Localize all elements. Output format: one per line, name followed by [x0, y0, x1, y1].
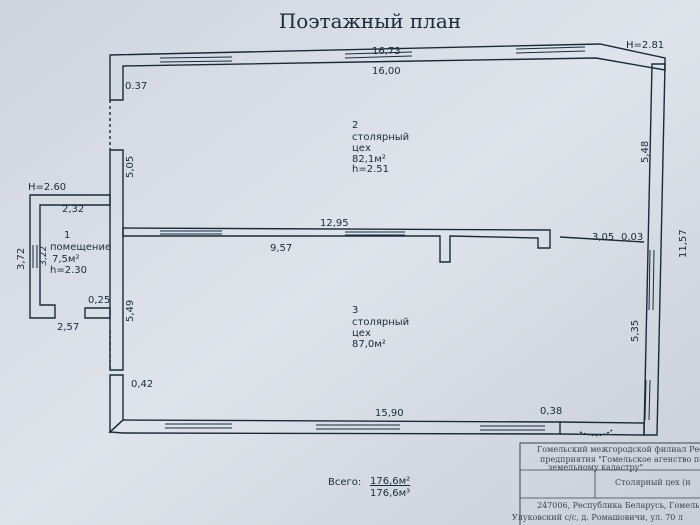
room-3-area: 87,0м² [352, 339, 386, 350]
partition-right-stub [559, 236, 645, 243]
dim-annex-top: 2,32 [62, 204, 84, 215]
bottom-wall [108, 419, 561, 435]
dim-bottom-right-corner: 0,38 [540, 406, 562, 417]
dim-top-inner: 16,00 [372, 66, 401, 77]
room-3-name-line2: цех [352, 328, 371, 339]
total-gross: 176,6м² [370, 476, 410, 487]
dim-annex-inner-height: 3,22 [39, 246, 49, 266]
dim-bottom-inner: 15,90 [375, 408, 404, 419]
bottom-wall-right [559, 421, 645, 436]
room-3-name-line1: столярный [352, 317, 409, 328]
partition-wall [122, 227, 551, 263]
stamp-line4: Столярный цех (н [615, 478, 691, 487]
stamp-frame [519, 442, 700, 525]
ceiling-height-room2: H=2.81 [626, 40, 664, 51]
room-1-label: 1 помещение 7,5м² h=2.30 [50, 230, 111, 276]
dim-partition-right: 3,05 [592, 232, 614, 243]
room-3-number: 3 [352, 305, 358, 316]
dimension-labels: 16,73 16,00 0.37 5,05 5,48 11,57 5,35 12… [16, 46, 689, 419]
stamp-line2: предприятия "Гомельское агенство по го [540, 455, 700, 464]
room-1-name: помещение [50, 242, 111, 253]
room-2-number: 2 [352, 120, 358, 131]
dim-annex-bottom: 2,57 [57, 322, 79, 333]
stamp-line3: земельному кадастру" [548, 463, 643, 472]
top-windows [159, 46, 586, 63]
dim-right-lower: 5,35 [630, 320, 641, 342]
dim-partition-bottom: 9,57 [270, 243, 292, 254]
left-wall-upper [109, 149, 124, 371]
stamp-line5: 247006, Республика Беларусь, Гомельск [537, 501, 700, 510]
stamp-line6: Улуковский с/с, д. Ромашовичи, ул. 70 л [512, 513, 683, 522]
total-label: Всего: [328, 477, 361, 488]
dim-right-upper: 5,48 [640, 141, 651, 163]
ceiling-height-room1: H=2.60 [28, 182, 66, 193]
dim-top-left-corner: 0.37 [125, 81, 147, 92]
annex-step [84, 307, 111, 319]
room-1-area: 7,5м² [52, 254, 79, 265]
dim-left-upper: 5,05 [125, 156, 136, 178]
annex-window [32, 245, 38, 268]
partition-windows [160, 230, 405, 236]
dim-right-total: 11,57 [678, 229, 689, 258]
room-2-name-line2: цех [352, 143, 371, 154]
room-2-height: h=2.51 [352, 164, 389, 175]
room-1-number: 1 [64, 230, 70, 241]
walls [29, 43, 666, 437]
room-3-label: 3 столярный цех 87,0м² [352, 305, 409, 350]
dim-bottom-left-corner: 0,42 [131, 379, 153, 390]
dim-partition-top: 12,95 [320, 218, 349, 229]
total-net: 176,6м³ [370, 488, 410, 499]
stamp-block: Гомельский межгородской филиал Рес предп… [512, 442, 700, 525]
page-title: Поэтажный план [279, 9, 461, 33]
room-2-area: 82,1м² [352, 154, 386, 165]
dim-left-lower: 5,49 [125, 300, 136, 322]
annex-wall [29, 194, 111, 319]
room-2-label: 2 столярный цех 82,1м² h=2.51 [352, 120, 409, 175]
dim-annex-step: 0,25 [88, 295, 110, 306]
top-wall [109, 43, 666, 101]
dim-partition-gap: 0,03 [621, 232, 643, 243]
right-wall [643, 63, 666, 436]
dim-annex-outer-height: 3,72 [16, 248, 27, 270]
dim-top-outer: 16,73 [372, 46, 401, 57]
totals: Всего: 176,6м² 176,6м³ [328, 476, 410, 499]
room-1-height: h=2.30 [50, 265, 87, 276]
stamp-line1: Гомельский межгородской филиал Рес [537, 445, 700, 454]
right-windows [644, 249, 655, 421]
room-2-name-line1: столярный [352, 132, 409, 143]
bottom-windows [165, 423, 545, 431]
